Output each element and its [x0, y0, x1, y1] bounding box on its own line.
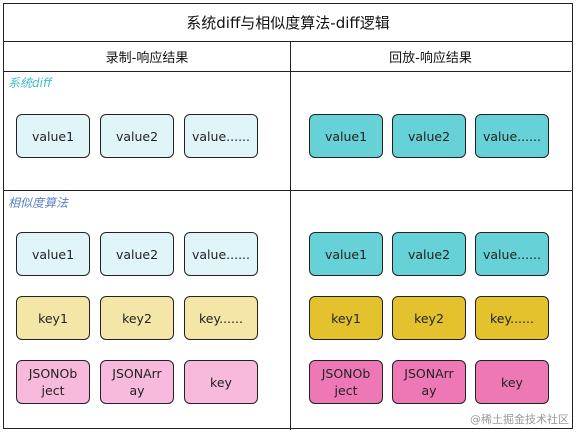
section-divider: [4, 190, 572, 191]
diagram-frame: 系统diff与相似度算法-diff逻辑 录制-响应结果 回放-响应结果 系统di…: [3, 3, 573, 430]
section-label-similarity: 相似度算法: [8, 196, 69, 210]
replay-diff-value-box-1: value1: [309, 114, 383, 158]
diagram-title: 系统diff与相似度算法-diff逻辑: [4, 4, 572, 42]
record-diff-value-box-1: value1: [16, 114, 90, 158]
replay-diff-value-box-2: value2: [392, 114, 466, 158]
replay-sim-key-box-3: key......: [475, 296, 549, 340]
replay-diff-value-box-3: value......: [475, 114, 549, 158]
record-sim-value-box-2: value2: [100, 232, 174, 276]
watermark: @稀土掘金技术社区: [470, 413, 569, 426]
section-label-system-diff: 系统diff: [8, 76, 52, 90]
replay-column-header: 回放-响应结果: [290, 42, 571, 72]
replay-sim-key-box-2: key2: [392, 296, 466, 340]
replay-sim-jsonobject-box: JSONOb ject: [309, 360, 383, 404]
column-divider: [290, 42, 291, 430]
replay-sim-value-box-1: value1: [309, 232, 383, 276]
replay-sim-value-box-3: value......: [475, 232, 549, 276]
replay-sim-value-box-2: value2: [392, 232, 466, 276]
record-diff-value-box-2: value2: [100, 114, 174, 158]
record-sim-value-box-3: value......: [184, 232, 258, 276]
record-sim-key-box-1: key1: [16, 296, 90, 340]
record-sim-jsonarray-box: JSONArr ay: [100, 360, 174, 404]
record-sim-jsonobject-box: JSONOb ject: [16, 360, 90, 404]
replay-sim-jsonarray-box: JSONArr ay: [392, 360, 466, 404]
record-sim-key-box-3: key......: [184, 296, 258, 340]
record-sim-value-box-1: value1: [16, 232, 90, 276]
replay-sim-key-box-1: key1: [309, 296, 383, 340]
replay-sim-key-type-box: key: [475, 360, 549, 404]
record-sim-key-type-box: key: [184, 360, 258, 404]
record-column-header: 录制-响应结果: [4, 42, 290, 72]
record-diff-value-box-3: value......: [184, 114, 258, 158]
record-sim-key-box-2: key2: [100, 296, 174, 340]
